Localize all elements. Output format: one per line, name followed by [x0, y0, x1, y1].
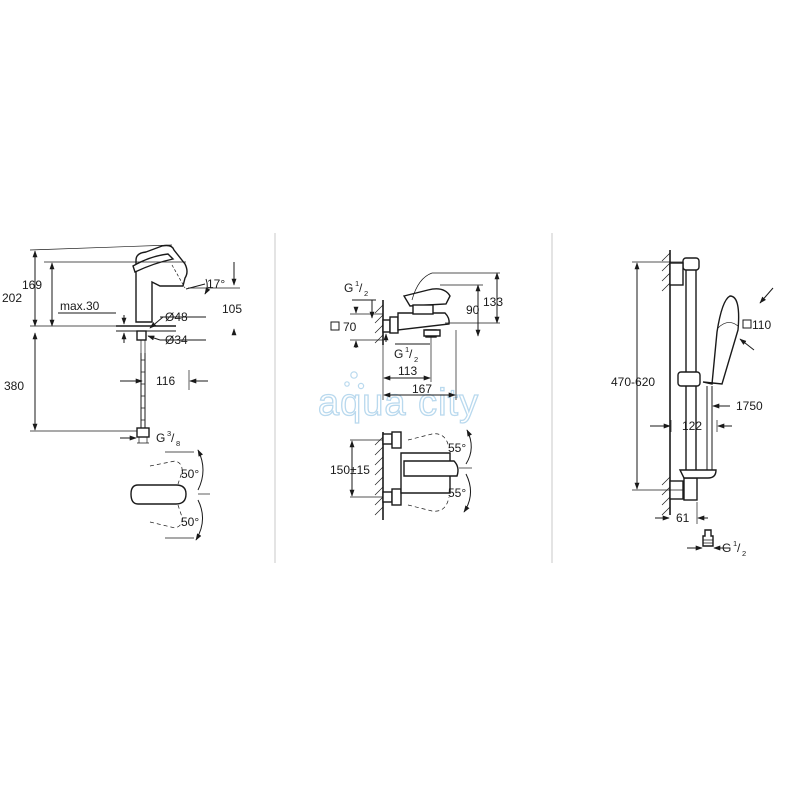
dim-116: 116 [156, 374, 175, 388]
dim-rail-range: 470-620 [611, 375, 655, 389]
thread-num: 3 [167, 429, 171, 438]
dim-17deg: 17° [207, 277, 225, 291]
dim-square70: 70 [343, 320, 357, 334]
dim-105: 105 [222, 302, 242, 316]
thread-num: 1 [733, 539, 737, 548]
svg-text:/: / [359, 281, 363, 295]
square-symbol [330, 321, 340, 331]
square-symbol [742, 319, 752, 329]
dim-113: 113 [398, 364, 417, 378]
dim-90: 90 [466, 303, 480, 317]
thread-den: 2 [742, 549, 746, 558]
outlet-num: 1 [405, 345, 409, 354]
basin-lever-top-view [130, 484, 187, 505]
inlet-num: 1 [355, 279, 359, 288]
dim-169: 169 [22, 278, 42, 292]
dim-max30: max.30 [60, 299, 100, 313]
handshower [702, 295, 740, 385]
basin-mixer-lever [132, 253, 175, 273]
watermark-text: aqua city [318, 382, 479, 424]
bath-mixer-front-lever [403, 460, 459, 477]
dim-1750: 1750 [736, 399, 763, 413]
bath-mixer-drawing: G 1 / 2 70 133 90 G 1 / 2 113 16 [330, 272, 503, 520]
thread-den: 8 [176, 439, 180, 448]
dim-380: 380 [4, 379, 24, 393]
angle-top: 55° [448, 441, 466, 455]
dim-202: 202 [2, 291, 22, 305]
angle-top: 50° [181, 467, 199, 481]
svg-text:/: / [409, 347, 413, 361]
rail-slider [677, 371, 701, 387]
dim-122: 122 [682, 419, 702, 433]
outlet-den: 2 [414, 355, 418, 364]
angle-bottom: 55° [448, 486, 466, 500]
dim-dia34: Ø34 [165, 333, 188, 347]
dim-61: 61 [676, 511, 690, 525]
outlet-g: G [394, 347, 403, 361]
thread-g: G [722, 541, 731, 555]
angle-bottom: 50° [181, 515, 199, 529]
svg-text:/: / [737, 541, 741, 555]
dim-dia48: Ø48 [165, 310, 188, 324]
thread-g: G [156, 431, 165, 445]
dim-square110: 110 [752, 318, 771, 332]
dim-centres: 150±15 [330, 463, 370, 477]
inlet-den: 2 [364, 289, 368, 298]
svg-text:/: / [171, 431, 175, 445]
shower-rail-drawing: 470-620 110 1750 122 61 G 1 / 2 [611, 250, 774, 558]
watermark-logo: aqua city [317, 371, 479, 425]
bath-mixer-body [397, 312, 450, 331]
bath-mixer-lever [402, 288, 451, 307]
inlet-g: G [344, 281, 353, 295]
basin-mixer-drawing: 202 169 max.30 380 Ø48 Ø34 17° 105 [2, 244, 242, 541]
dim-167: 167 [412, 382, 432, 396]
dim-133: 133 [483, 295, 503, 309]
